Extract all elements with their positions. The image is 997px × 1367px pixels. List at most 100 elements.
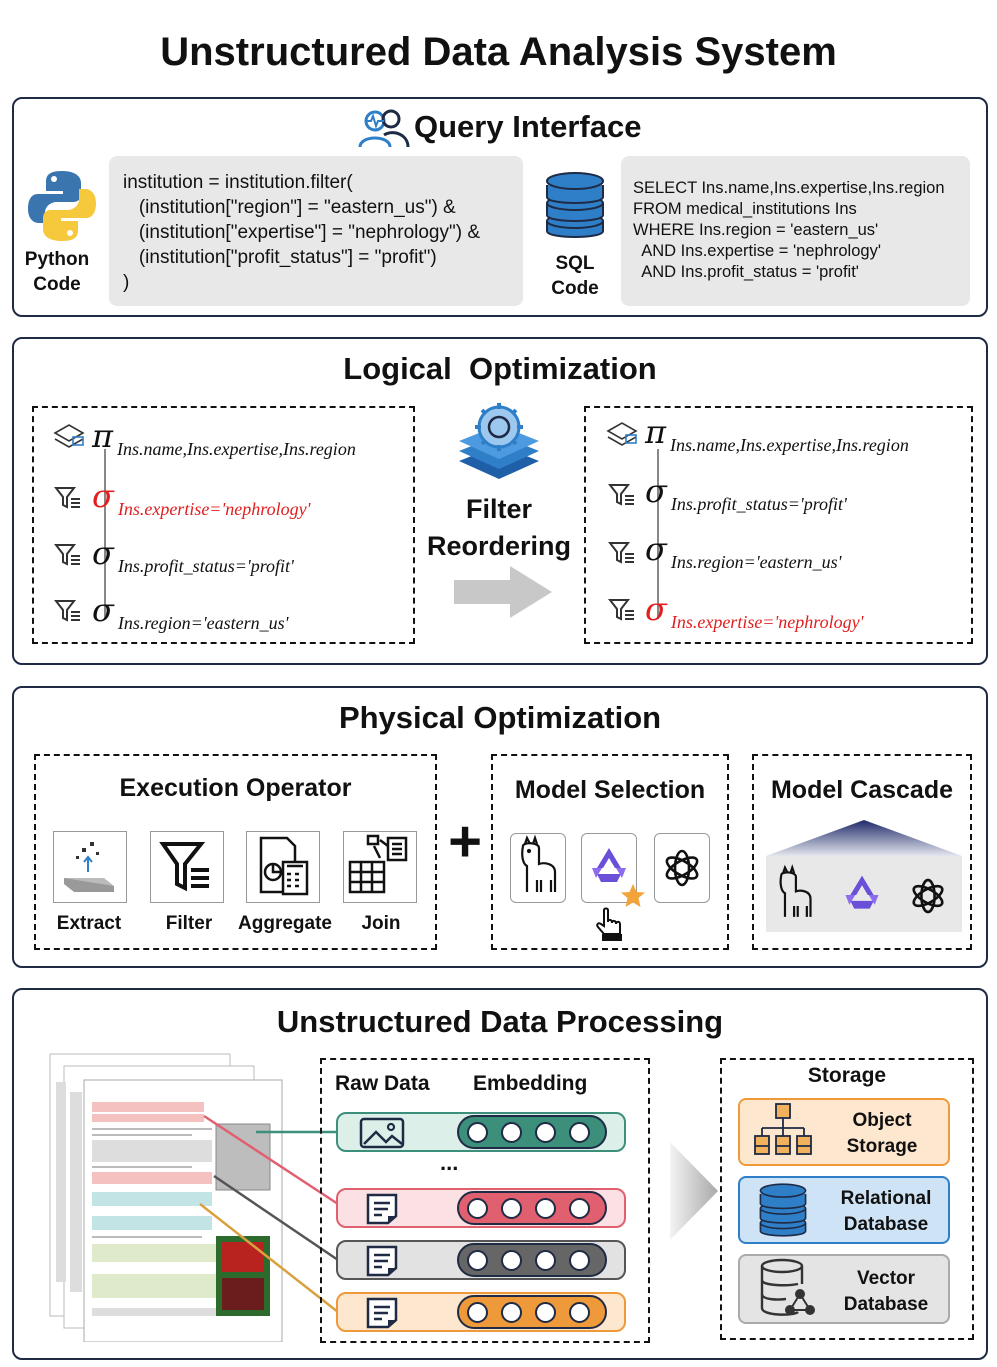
users-icon [358,107,410,156]
code-line: (institution["profit_status"] = "profit"… [123,247,437,268]
op-condition: Ins.profit_status='profit' [117,556,294,576]
op-symbol: σ [645,590,667,628]
aggregate-icon [259,836,309,896]
logical-optimization-title: Logical Optimization [343,351,657,386]
sql-label-line2: Code [551,278,599,299]
object-storage-line2: Storage [846,1136,918,1157]
qwen-icon [832,862,892,933]
sql-code-label: SQL Code [535,251,615,301]
vector-database-line1: Vector [856,1268,916,1289]
filter-icon [159,842,209,892]
python-code-box: institution = institution.filter( (insti… [109,156,523,306]
code-line: (institution["region"] = "eastern_us") & [123,197,456,218]
document-icon [364,1192,400,1231]
python-logo-icon [26,169,98,248]
llama-model-box[interactable] [510,833,566,903]
filter-label: Filter [165,913,213,934]
qwen-model-box[interactable] [581,833,637,903]
physical-optimization-title: Physical Optimization [338,700,662,735]
model-cascade-title: Model Cascade [770,776,953,804]
sql-line: AND Ins.expertise = 'nephrology' [633,242,881,260]
sql-line: AND Ins.profit_status = 'profit' [633,263,859,281]
filter-op-box [150,831,224,903]
op-condition: Ins.expertise='nephrology' [117,499,311,519]
code-line: (institution["expertise"] = "nephrology"… [123,222,481,243]
embedding-header: Embedding [473,1072,588,1095]
vector-database-item [738,1254,950,1324]
layers-gear-icon [454,399,544,490]
execution-operator-box [34,754,437,950]
aggregate-label: Aggregate [238,913,332,934]
openai-icon [665,849,699,887]
relational-database-line1: Relational [840,1188,932,1209]
cascade-pyramid [766,820,962,937]
database-icon [758,1180,808,1245]
op-symbol: π [645,413,667,451]
projection-icon [605,419,639,454]
qwen-icon [592,848,626,882]
filter-icon [53,542,82,573]
plan-after-box [584,406,973,644]
relational-database-label: Relational Database [826,1186,946,1238]
sql-line: SELECT Ins.name,Ins.expertise,Ins.region [633,179,945,197]
python-label-line1: Python [24,249,90,270]
llama-icon [770,864,820,931]
join-label: Join [361,913,401,934]
vector-database-label: Vector Database [826,1266,946,1318]
op-condition: Ins.profit_status='profit' [670,494,847,514]
filter-reordering-line2: Reordering [426,531,572,561]
filter-reordering-line1: Filter [465,494,532,524]
processing-panel: Unstructured Data Processing [12,988,988,1360]
object-storage-line1: Object [852,1110,912,1131]
execution-operator-title: Execution Operator [119,774,352,802]
join-icon [348,834,408,894]
extract-label: Extract [56,913,122,934]
sql-line: WHERE Ins.region = 'eastern_us' [633,221,879,239]
join-op-box [343,831,417,903]
projection-icon [52,421,86,456]
plus-sign: + [448,809,482,874]
processing-title: Unstructured Data Processing [276,1004,724,1039]
op-symbol: σ [645,530,667,568]
link-lines [14,990,354,1367]
document-stack [48,1052,288,1347]
openai-icon [898,864,958,933]
sql-line: FROM medical_institutions Ins [633,200,857,218]
page-title: Unstructured Data Analysis System [160,30,837,74]
physical-optimization-panel: Physical Optimization Execution Operator… [12,686,988,968]
vector-database-icon [758,1258,816,1325]
document-icon [364,1296,400,1335]
embedding-vector [457,1115,607,1149]
code-line: institution = institution.filter( [123,172,353,193]
llama-icon [521,834,557,892]
storage-box [720,1058,974,1340]
embedding-vector [457,1191,607,1225]
op-symbol: σ [92,534,114,572]
plan-before-box [32,406,415,644]
embedding-vector [457,1295,607,1329]
code-line: ) [123,272,130,293]
connector-line [104,449,106,619]
sql-label-line1: SQL [555,253,595,274]
python-code-label: Python Code [16,247,98,297]
query-interface-title: Query Interface [414,109,642,144]
model-cascade-box [752,754,972,950]
op-condition: Ins.expertise='nephrology' [670,612,864,632]
filter-icon [607,540,636,571]
query-interface-panel: Query Interface Python Code institution … [12,97,988,317]
ellipsis: ... [440,1150,459,1175]
filter-icon [53,485,82,516]
op-condition: Ins.name,Ins.expertise,Ins.region [670,435,909,455]
extract-icon [64,842,114,892]
star-icon [619,882,647,915]
filter-icon [607,597,636,628]
openai-model-box[interactable] [654,833,710,903]
op-symbol: σ [92,591,114,629]
